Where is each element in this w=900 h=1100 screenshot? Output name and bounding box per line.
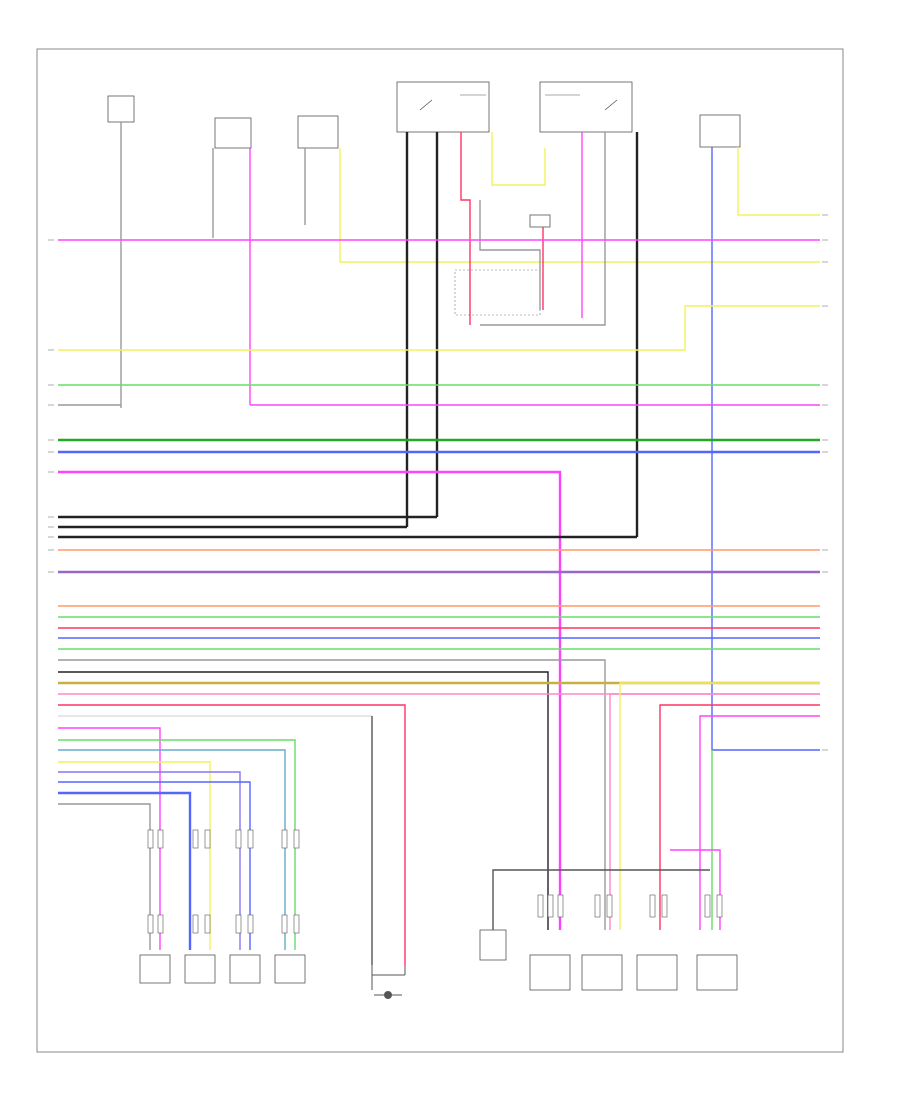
component-connector-r2	[529, 954, 571, 991]
component-module-2	[214, 117, 252, 149]
component-relay-1	[396, 81, 490, 133]
component-switch-1	[107, 95, 135, 123]
component-module-6	[699, 114, 741, 148]
ground-symbol	[371, 965, 406, 999]
top-vertical-wires	[120, 122, 820, 751]
component-connector-r5	[696, 954, 738, 991]
component-relay-2	[539, 81, 633, 133]
component-resistor	[529, 214, 551, 228]
bottom-left-components	[139, 829, 306, 984]
component-connector-b4	[274, 954, 306, 984]
right-branch-wires	[371, 682, 820, 965]
top-components	[107, 81, 741, 316]
component-connector-r3	[581, 954, 623, 991]
component-connector-r4	[636, 954, 678, 991]
component-connector-b2	[184, 954, 216, 984]
bottom-right-components	[479, 894, 738, 991]
component-splice-box	[454, 269, 541, 316]
component-module-3	[297, 115, 339, 149]
diagram-frame	[36, 48, 844, 1053]
component-sensor-r1	[479, 929, 507, 961]
component-connector-b3	[229, 954, 261, 984]
left-terminal-marks	[48, 239, 54, 573]
right-terminal-marks	[822, 214, 828, 751]
component-connector-b1	[139, 954, 171, 984]
horizontal-bus-wires	[58, 239, 820, 965]
